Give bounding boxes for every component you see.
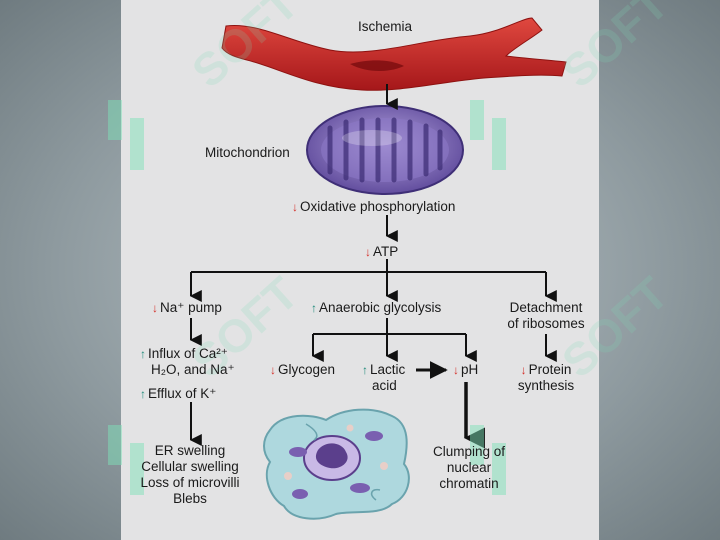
cell-illustration <box>263 408 410 520</box>
decrease-indicator: ↓ <box>365 245 371 259</box>
decrease-indicator: ↓ <box>520 363 527 377</box>
label-anaerobic-glycolysis: ↑Anaerobic glycolysis <box>311 300 442 315</box>
label-oxidative-phosphorylation: ↓Oxidative phosphorylation <box>292 199 456 214</box>
label-na-pump: ↓Na⁺ pump <box>152 300 222 315</box>
decrease-indicator: ↓ <box>270 363 276 377</box>
increase-indicator: ↑ <box>362 363 368 377</box>
decrease-indicator: ↓ <box>292 200 298 214</box>
watermark-text-1: SOFT <box>182 0 308 97</box>
label-atp: ↓ATP <box>365 244 399 259</box>
increase-indicator: ↑ <box>140 387 146 401</box>
label-lactic-acid: ↑Lactic acid <box>362 362 406 393</box>
decrease-indicator: ↓ <box>152 301 158 315</box>
decrease-indicator: ↓ <box>453 363 459 377</box>
increase-indicator: ↑ <box>140 347 146 361</box>
label-influx: ↑Influx of Ca²⁺ H₂O, and Na⁺ <box>140 346 235 377</box>
label-efflux: ↑Efflux of K⁺ <box>140 386 217 401</box>
flow-arrows <box>189 84 557 449</box>
watermark-text-2: SOFT <box>552 0 678 97</box>
label-ischemia: Ischemia <box>358 19 413 34</box>
label-clumping-of-nuclear-chromatin: Clumping of nuclear chromatin <box>432 444 506 491</box>
label-protein-synthesis: ↓Protein synthesis <box>517 362 575 393</box>
increase-indicator: ↑ <box>311 301 317 315</box>
mitochondrion-illustration <box>306 105 464 195</box>
artery-illustration <box>221 17 567 91</box>
label-ph: ↓pH <box>453 362 479 377</box>
label-er-swelling-effects: ER swelling Cellular swelling Loss of mi… <box>140 443 240 506</box>
label-mitochondrion: Mitochondrion <box>205 145 290 160</box>
label-glycogen: ↓Glycogen <box>270 362 336 377</box>
